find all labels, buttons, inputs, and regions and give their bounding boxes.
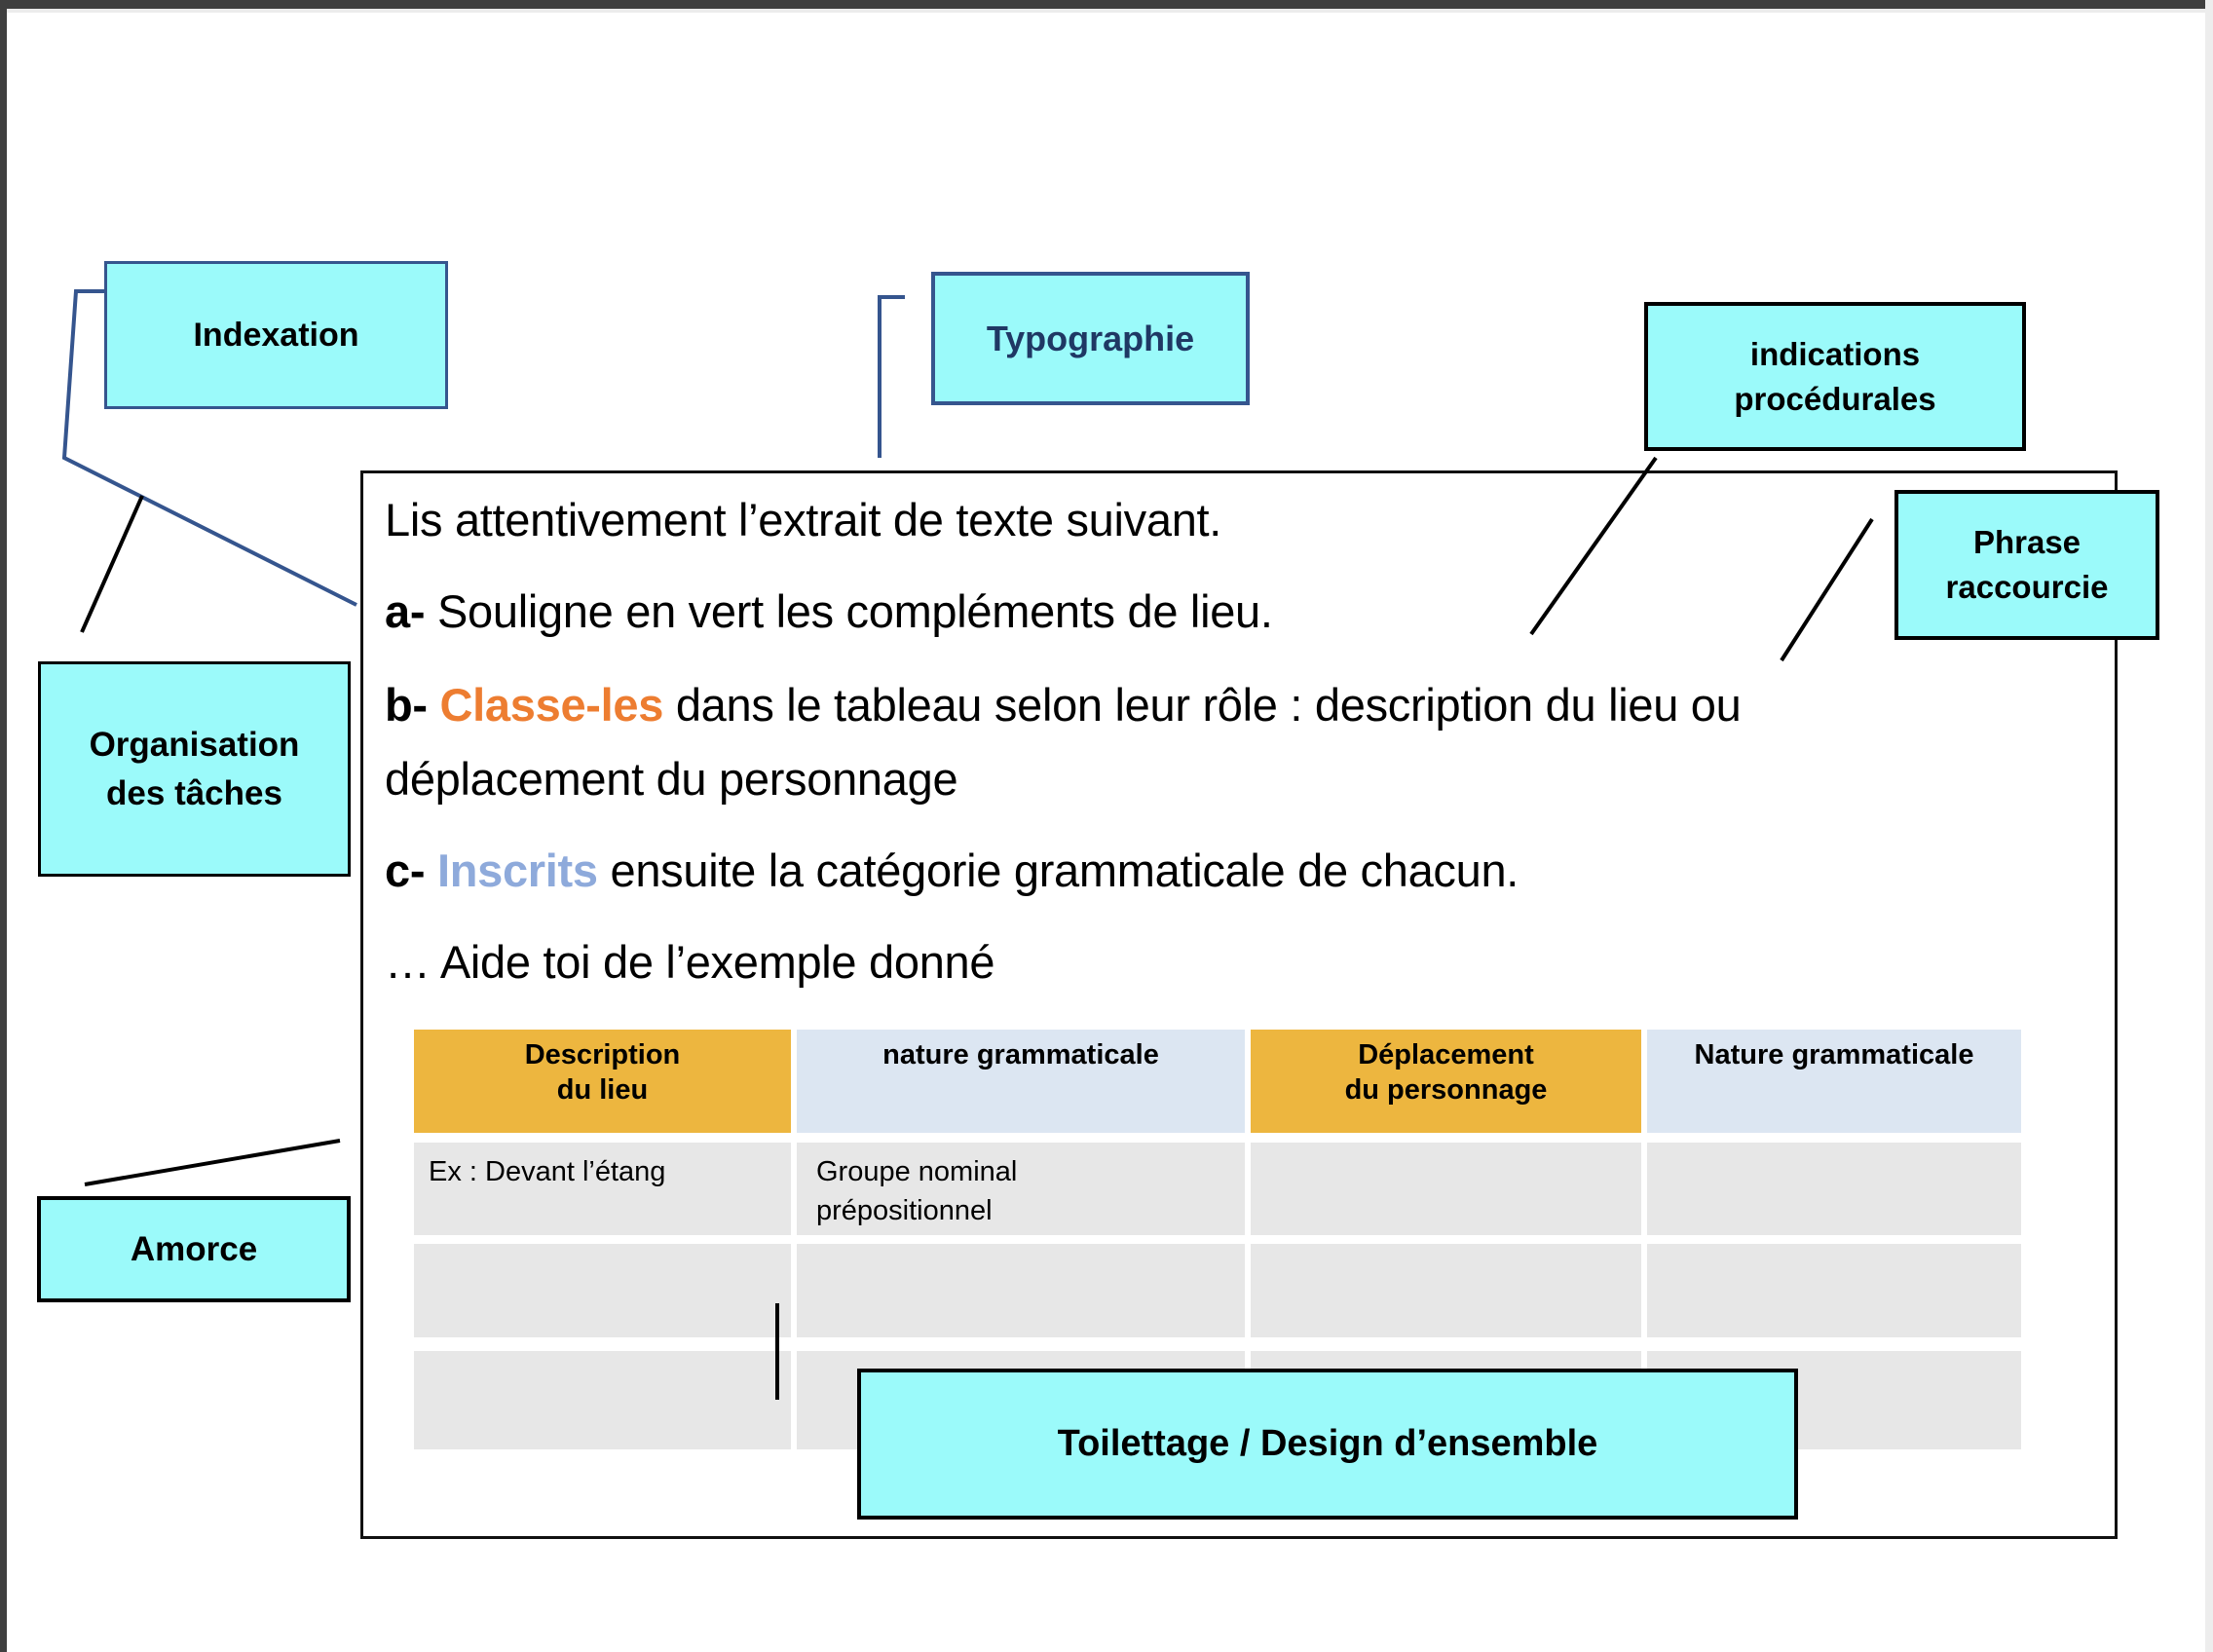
cell-text: prépositionnel: [816, 1195, 993, 1226]
header-cell-nature-grammaticale-1: nature grammaticale: [797, 1030, 1245, 1133]
table-cell-empty: [1251, 1143, 1641, 1235]
callout-indications-procedurales: indications procédurales: [1644, 302, 2026, 451]
instruction-b-text: dans le tableau selon leur rôle : descri…: [663, 679, 1742, 731]
connector-typographie-line: [878, 295, 905, 458]
instruction-line-a: a- Souligne en vert les compléments de l…: [385, 584, 1273, 638]
cell-example-nature: Groupe nominal prépositionnel: [797, 1143, 1245, 1235]
instruction-label-b: b-: [385, 679, 440, 731]
table-cell-empty: [1647, 1143, 2021, 1235]
header-text: Description: [524, 1039, 681, 1070]
instruction-c-text: ensuite la catégorie grammaticale de cha…: [597, 845, 1519, 896]
callout-label: Phrase: [1972, 524, 2082, 560]
page-right-edge: [2205, 0, 2213, 1652]
header-text: nature grammaticale: [882, 1039, 1159, 1070]
callout-label: raccourcie: [1945, 569, 2109, 605]
header-cell-description-lieu: Description du lieu: [414, 1030, 791, 1133]
callout-label: Indexation: [193, 316, 359, 354]
callout-label: Typographie: [986, 318, 1195, 358]
instruction-label-a: a-: [385, 585, 426, 637]
header-text: Nature grammaticale: [1694, 1039, 1974, 1070]
instruction-c-highlight: Inscrits: [436, 845, 598, 896]
cell-text: Ex : Devant l’étang: [429, 1156, 666, 1187]
instruction-label-c: c-: [385, 845, 437, 896]
page-left-edge: [0, 0, 7, 1652]
callout-label: procédurales: [1734, 380, 1936, 417]
header-cell-deplacement-personnage: Déplacement du personnage: [1251, 1030, 1641, 1133]
instruction-line-b: b- Classe-les dans le tableau selon leur…: [385, 678, 1742, 732]
instruction-intro-text: Lis attentivement l’extrait de texte sui…: [385, 494, 1222, 545]
callout-label: Toilettage / Design d’ensemble: [1057, 1423, 1598, 1464]
callout-toilettage-design: Toilettage / Design d’ensemble: [857, 1369, 1798, 1520]
table-cell-empty: [1647, 1244, 2021, 1337]
callout-typographie: Typographie: [931, 272, 1250, 405]
cell-text: Groupe nominal: [816, 1156, 1018, 1187]
callout-label: Organisation: [89, 725, 300, 764]
header-text: du lieu: [556, 1074, 649, 1106]
page-top-edge-highlight: [0, 9, 2213, 13]
connector-amorce-line: [84, 1139, 341, 1186]
callout-amorce: Amorce: [37, 1196, 351, 1302]
table-cell-empty: [1251, 1244, 1641, 1337]
instruction-hint-text: … Aide toi de l’exemple donné: [385, 936, 995, 988]
header-text: du personnage: [1344, 1074, 1548, 1106]
instruction-hint: … Aide toi de l’exemple donné: [385, 935, 995, 989]
callout-organisation-des-taches: Organisation des tâches: [38, 661, 351, 877]
header-text: Déplacement: [1358, 1039, 1534, 1070]
header-cell-nature-grammaticale-2: Nature grammaticale: [1647, 1030, 2021, 1133]
instruction-intro: Lis attentivement l’extrait de texte sui…: [385, 493, 1221, 546]
instruction-a-text: Souligne en vert les compléments de lieu…: [425, 585, 1273, 637]
instruction-b-highlight: Classe-les: [439, 679, 664, 731]
instruction-line-c: c- Inscrits ensuite la catégorie grammat…: [385, 844, 1519, 897]
callout-label: Amorce: [130, 1229, 258, 1268]
table-cell-empty: [414, 1244, 791, 1337]
cell-example-lieu: Ex : Devant l’étang: [414, 1143, 791, 1235]
callout-indexation: Indexation: [104, 261, 448, 409]
callout-label: des tâches: [106, 773, 282, 812]
instruction-b2-text: déplacement du personnage: [385, 753, 958, 805]
callout-label: indications: [1749, 335, 1921, 372]
table-cell-empty: [414, 1351, 791, 1449]
table-cell-empty: [797, 1244, 1245, 1337]
callout-phrase-raccourcie: Phrase raccourcie: [1894, 490, 2159, 640]
instruction-line-b2: déplacement du personnage: [385, 752, 958, 806]
page-top-edge: [0, 0, 2213, 9]
connector-organisation-line: [80, 495, 144, 633]
